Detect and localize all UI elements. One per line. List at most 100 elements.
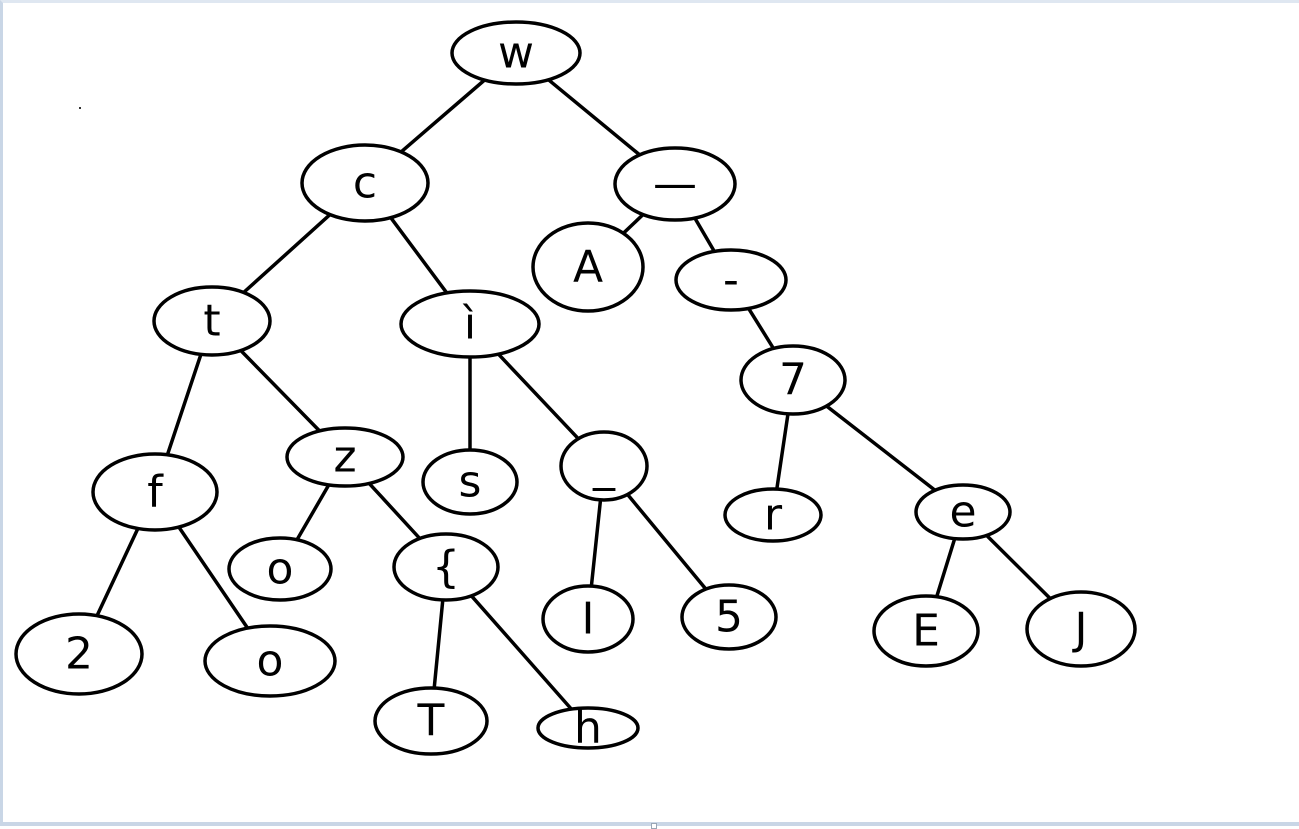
edge-seven-e: [824, 404, 937, 493]
edge-f-two: [95, 526, 140, 618]
tree-node-t: t: [152, 285, 272, 357]
tree-node-dash2: -: [674, 248, 788, 312]
tree-node-z: z: [285, 426, 405, 488]
edge-dash1-A: [621, 212, 645, 236]
node-ellipse: [91, 452, 219, 532]
node-label: J: [1072, 604, 1088, 655]
tree-node-o2: o: [203, 624, 337, 698]
tree-node-I: I: [541, 584, 635, 654]
edge-e-E: [934, 536, 957, 599]
edge-t-f: [165, 352, 203, 457]
tree-node-seven: 7: [739, 344, 847, 416]
edge-f-o2: [177, 525, 250, 630]
node-ellipse: [421, 448, 519, 516]
node-label: —: [653, 159, 697, 210]
edge-under-five: [625, 492, 708, 591]
node-label: 2: [65, 629, 93, 680]
edge-dash2-seven: [746, 306, 776, 351]
tree-node-T: T: [373, 686, 489, 756]
edge-c-i: [389, 215, 449, 295]
tree-node-five: 5: [680, 583, 778, 651]
tree-node-c: c: [300, 143, 430, 223]
tree-node-J: J: [1025, 590, 1137, 668]
edge-i-under: [496, 352, 581, 441]
node-label: 7: [779, 355, 807, 406]
node-label: A: [573, 242, 603, 293]
edge-z-brace: [367, 481, 422, 541]
resize-handle[interactable]: [651, 823, 657, 829]
node-ellipse: [285, 426, 405, 488]
node-label: ì: [462, 299, 476, 350]
edge-c-t: [241, 212, 332, 295]
node-ellipse: [392, 532, 500, 602]
node-label: s: [459, 457, 482, 508]
edge-z-o1: [295, 483, 331, 542]
tree-node-dash1: —: [613, 146, 737, 222]
node-label: o: [267, 544, 294, 595]
edge-w-c: [399, 78, 487, 154]
node-ellipse: [541, 584, 635, 654]
node-label: _: [592, 441, 616, 492]
tree-node-o1: o: [227, 536, 333, 602]
node-label: c: [353, 158, 377, 209]
edge-seven-r: [775, 412, 790, 491]
node-ellipse: [399, 289, 541, 359]
tree-node-w: w: [450, 20, 582, 86]
node-label: h: [574, 703, 602, 754]
tree-node-e: e: [914, 483, 1012, 541]
node-ellipse: [723, 487, 823, 543]
node-ellipse: [536, 706, 640, 750]
node-ellipse: [531, 221, 645, 313]
tree-node-A: A: [531, 221, 645, 313]
node-label: T: [417, 696, 445, 747]
node-ellipse: [373, 686, 489, 756]
tree-node-two: 2: [14, 612, 144, 696]
node-ellipse: [450, 20, 582, 86]
node-ellipse: [14, 612, 144, 696]
tree-node-brace: {: [392, 532, 500, 602]
node-label: z: [333, 432, 356, 483]
node-ellipse: [739, 344, 847, 416]
edge-brace-h: [469, 594, 574, 711]
node-ellipse: [1025, 590, 1137, 668]
edges-layer: [95, 77, 1053, 711]
edge-brace-T: [432, 598, 445, 690]
node-ellipse: [152, 285, 272, 357]
node-label: e: [949, 487, 976, 538]
node-ellipse: [300, 143, 430, 223]
node-label: o: [257, 636, 284, 687]
node-label: {: [432, 542, 460, 593]
edge-under-I: [589, 498, 603, 588]
edge-dash1-dash2: [693, 216, 717, 254]
node-label: w: [498, 28, 534, 79]
node-label: f: [147, 467, 164, 518]
tree-node-E: E: [872, 594, 980, 668]
node-ellipse: [227, 536, 333, 602]
stray-pixel: [79, 107, 81, 109]
node-ellipse: [674, 248, 788, 312]
tree-node-s: s: [421, 448, 519, 516]
node-label: I: [582, 594, 595, 645]
tree-node-h: h: [536, 703, 640, 754]
tree-node-f: f: [91, 452, 219, 532]
node-label: -: [723, 255, 739, 306]
node-ellipse: [872, 594, 980, 668]
edge-e-J: [984, 533, 1053, 601]
node-ellipse: [613, 146, 737, 222]
edge-t-z: [239, 348, 322, 433]
node-label: E: [912, 606, 940, 657]
node-ellipse: [914, 483, 1012, 541]
node-ellipse: [680, 583, 778, 651]
node-label: 5: [715, 592, 743, 643]
tree-node-r: r: [723, 487, 823, 543]
node-ellipse: [559, 430, 649, 502]
tree-node-i: ì: [399, 289, 541, 359]
node-ellipse: [203, 624, 337, 698]
edge-w-dash1: [546, 77, 642, 157]
node-label: r: [764, 490, 783, 541]
tree-node-under: _: [559, 430, 649, 502]
node-label: t: [203, 296, 220, 347]
